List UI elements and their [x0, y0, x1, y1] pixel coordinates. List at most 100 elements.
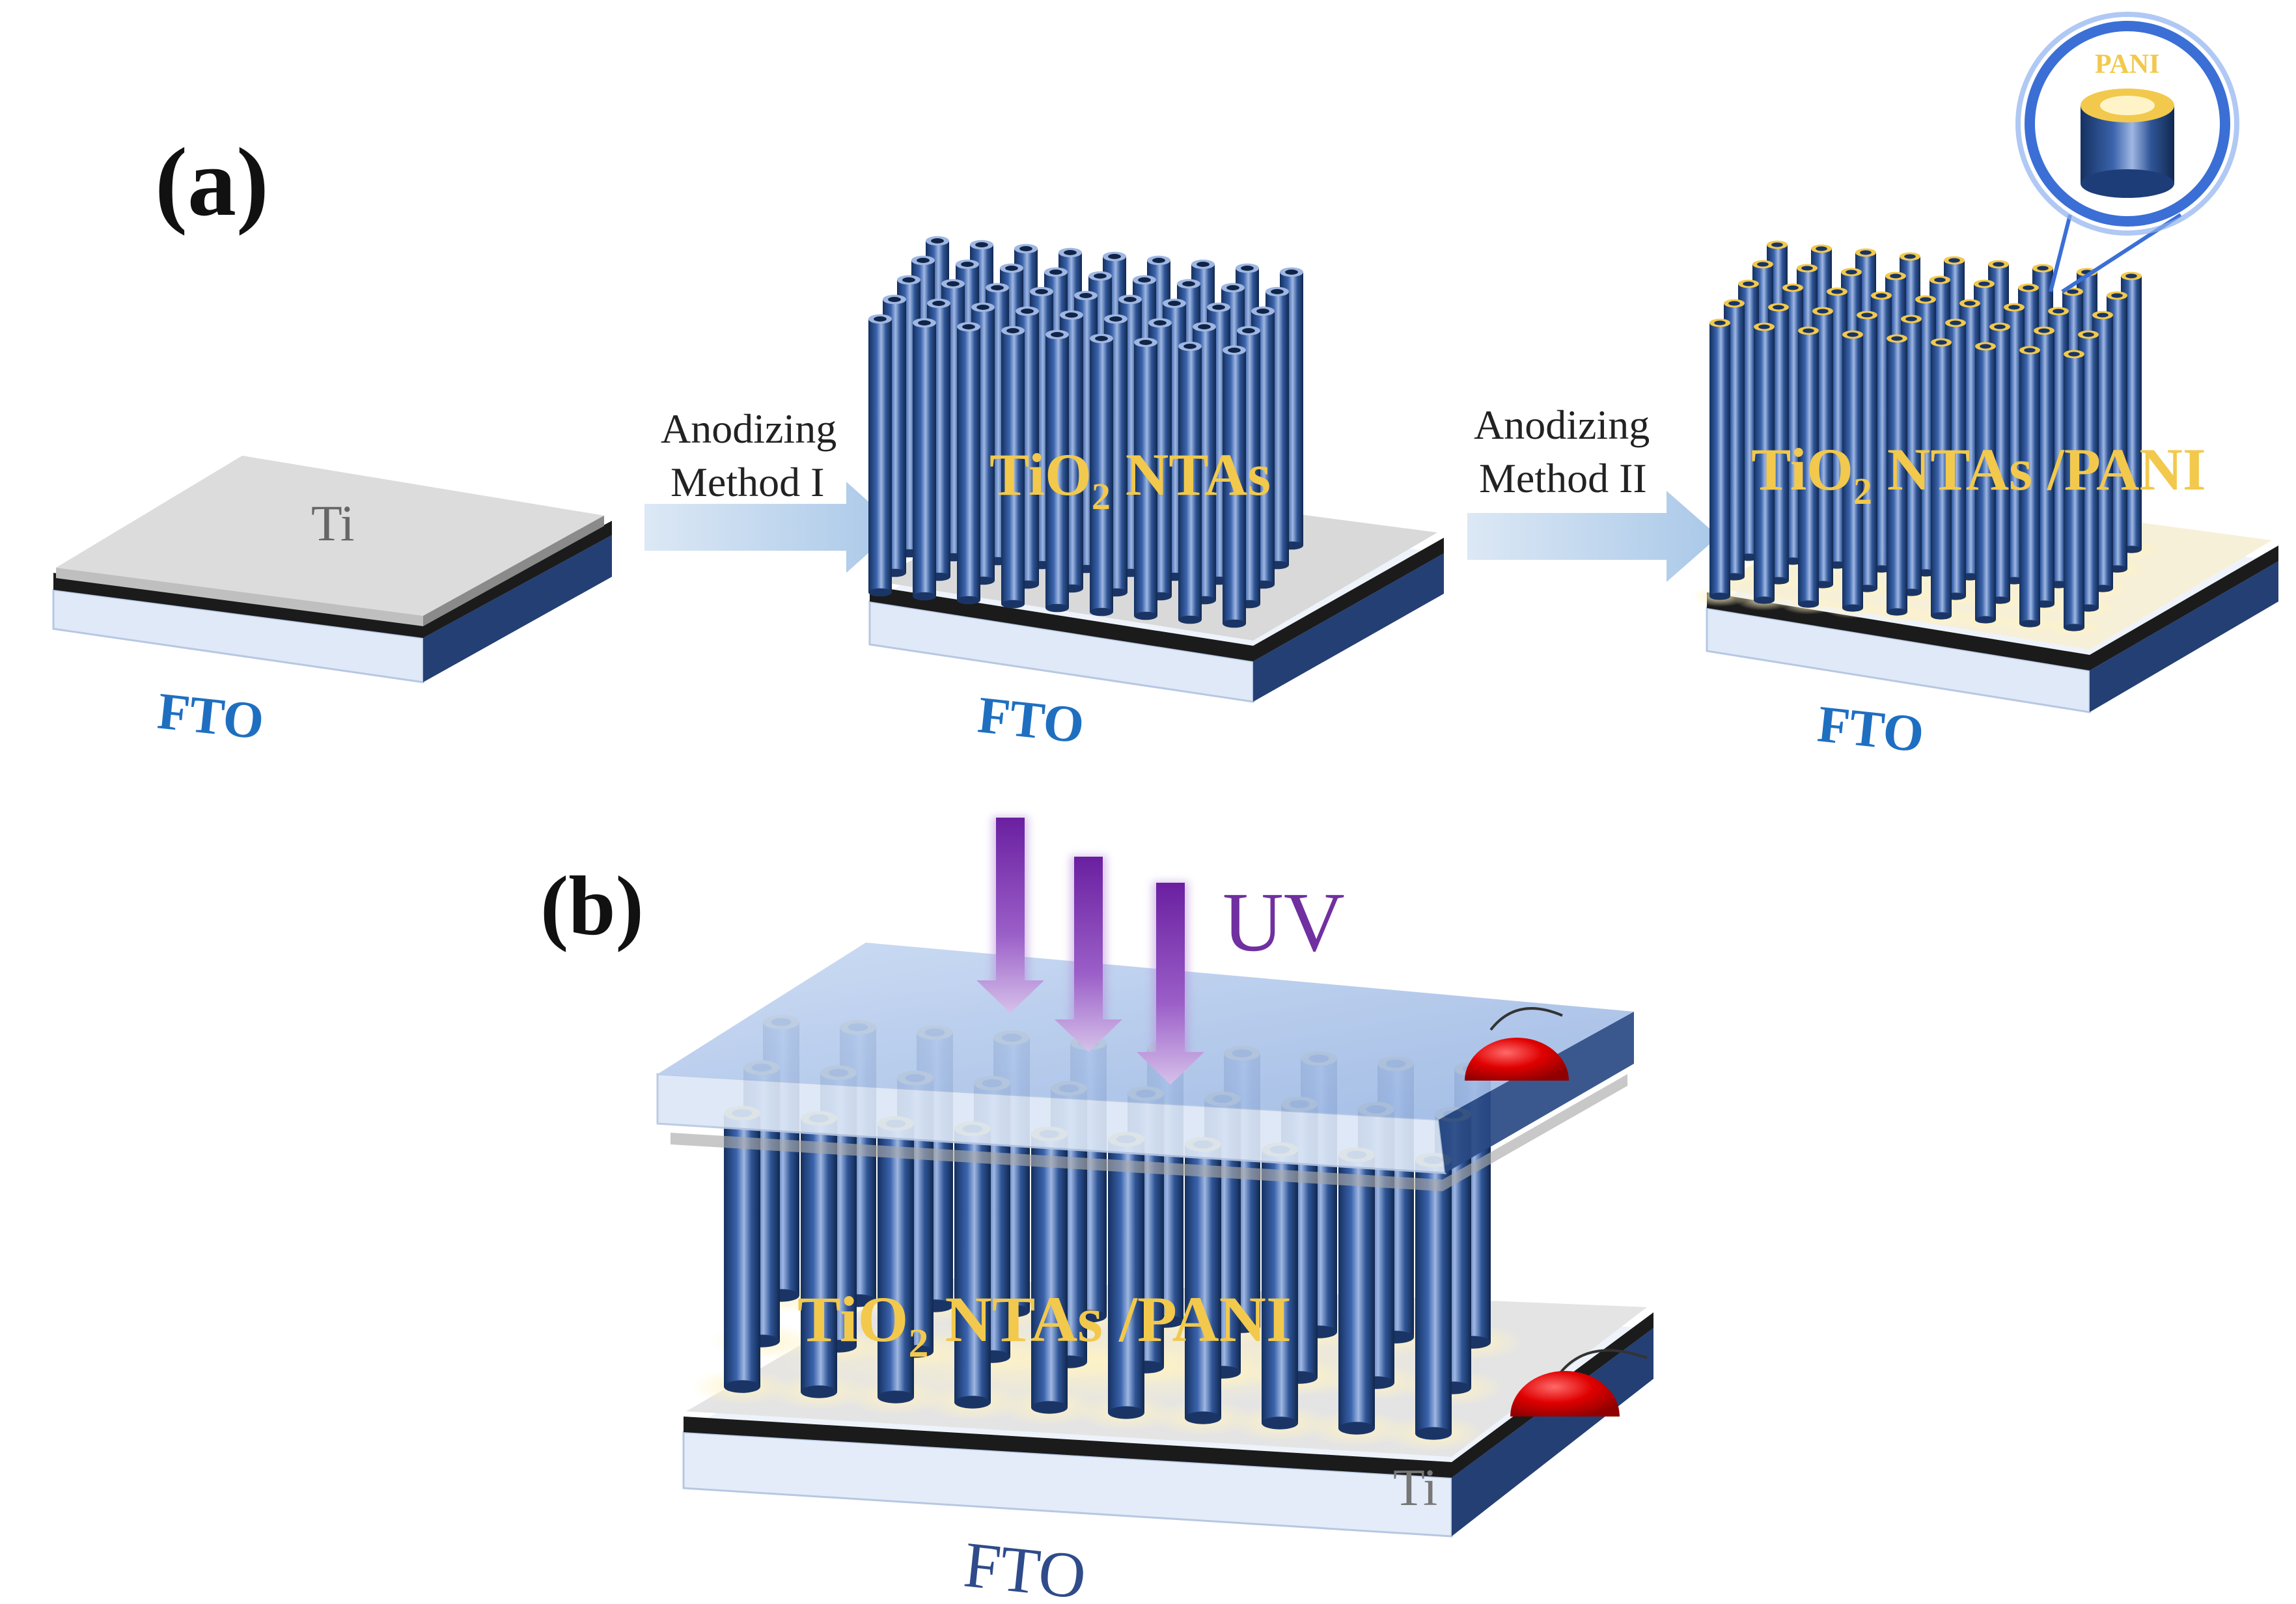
nanotube-opening — [1978, 281, 1990, 286]
nanotube — [1887, 339, 1907, 612]
device-ti-label: Ti — [1393, 1459, 1437, 1517]
nanotube-opening — [1019, 246, 1032, 251]
nanotube-base — [1178, 615, 1202, 624]
nanotube-opening — [2082, 332, 2094, 337]
nanotube-base — [1798, 600, 1819, 608]
nanotube-base — [868, 588, 892, 597]
nanotube-opening — [1803, 328, 1814, 333]
nanotube-opening — [1904, 254, 1916, 259]
nanotube-opening — [1964, 301, 1976, 306]
nanotube-opening — [1905, 316, 1917, 322]
nanotube — [1415, 1160, 1452, 1433]
nanotube-opening — [1241, 266, 1254, 271]
nanotube — [1975, 346, 1996, 620]
nanotube — [878, 1124, 914, 1397]
nanotube-opening — [1109, 316, 1122, 322]
nanotube — [1223, 350, 1246, 624]
nanotube-opening — [975, 242, 988, 247]
nanotube-opening — [1920, 297, 1931, 302]
nanotube-array-step3 — [1691, 240, 2161, 638]
nanotube-opening — [1771, 242, 1783, 247]
nanotube-opening — [1860, 250, 1872, 255]
nanotube-opening — [1831, 289, 1843, 294]
pani-inset-label: PANI — [2095, 49, 2160, 79]
device-fto-label: FTO — [961, 1528, 1090, 1604]
nanotube-opening — [1108, 254, 1121, 259]
bottom-electrode-contact — [1510, 1349, 1648, 1417]
nanotube-opening — [1198, 324, 1211, 329]
anodizing-arrow-2 — [1467, 491, 1719, 582]
nanotube-opening — [976, 305, 989, 310]
nanotube-base — [1887, 608, 1907, 616]
nanotube-opening — [1183, 344, 1196, 349]
nanotube-opening — [1817, 309, 1829, 314]
nanotube-base — [1415, 1427, 1452, 1440]
fto-label-step2: FTO — [975, 686, 1086, 754]
nanotube-opening — [1773, 305, 1784, 310]
uv-label: UV — [1223, 876, 1345, 969]
nanotube-base — [1045, 603, 1069, 613]
nanotube-base — [1185, 1411, 1221, 1424]
nanotube-opening — [1256, 309, 1269, 314]
nanotube-opening — [1154, 320, 1167, 325]
nanotube-base — [954, 1396, 991, 1409]
panel-a-label: (a) — [155, 128, 269, 236]
nanotube-opening — [962, 324, 975, 329]
nanotube — [1262, 1150, 1298, 1423]
nanotube — [1842, 335, 1863, 608]
nanotube-opening — [888, 297, 901, 302]
nanotube-base — [724, 1380, 760, 1393]
device-material-label: TiO2 NTAs /PANI — [797, 1283, 1292, 1366]
nanotube-opening — [2111, 293, 2123, 298]
nanotube-opening — [1035, 289, 1048, 294]
uv-light-arrows — [976, 816, 1204, 1085]
nanotube-base — [1262, 1417, 1298, 1430]
nanotube-opening — [947, 281, 960, 286]
nanotube-base — [1223, 619, 1246, 628]
nanotube-opening — [1021, 309, 1034, 314]
nanotube — [1108, 1139, 1144, 1413]
nanotube — [913, 323, 936, 596]
arrow2-text-line1: Anodizing — [1474, 402, 1650, 448]
arrow1-text-line2: Method I — [671, 459, 824, 505]
nanotube-opening — [1816, 246, 1827, 251]
arrow1-text-line1: Anodizing — [661, 406, 837, 452]
nanotube-opening — [1065, 312, 1078, 318]
nanotube-opening — [1787, 285, 1799, 290]
nanotube-base — [801, 1385, 837, 1398]
nanotube — [724, 1113, 760, 1387]
nanotube-opening — [1757, 262, 1769, 267]
nanotube-opening — [2068, 352, 2080, 357]
nanotube-opening — [1935, 340, 1947, 345]
nanotube — [2019, 350, 2040, 624]
fto-label-step1: FTO — [155, 682, 266, 751]
nanotube-opening — [1801, 266, 1813, 271]
nanotube-opening — [931, 238, 944, 243]
nanotube — [954, 1129, 991, 1402]
nanotube-opening — [2038, 328, 2050, 333]
nanotube-base — [1338, 1422, 1375, 1435]
nanotube — [1185, 1144, 1221, 1418]
nanotube — [801, 1118, 837, 1392]
nanotube-opening — [1861, 312, 1873, 318]
nanotube-base — [1001, 600, 1025, 609]
nanotube-opening — [1182, 281, 1195, 286]
nanotube — [1134, 342, 1157, 616]
nanotube — [1090, 339, 1113, 612]
nanotube-opening — [902, 277, 915, 283]
nanotube-opening — [2023, 285, 2034, 290]
nanotube-base — [1931, 612, 1952, 620]
nanotube-opening — [918, 320, 931, 325]
nanotube-opening — [1728, 301, 1740, 306]
nanotube-opening — [2037, 266, 2049, 271]
nanotube-opening — [1993, 262, 2004, 267]
nanotube-opening — [1891, 336, 1903, 341]
nanotube-opening — [1743, 281, 1754, 286]
nanotube-base — [913, 592, 936, 601]
nanotube-base — [878, 1390, 914, 1404]
nanotube-opening — [2067, 289, 2079, 294]
nanotube-opening — [874, 316, 887, 322]
nanotube-opening — [1124, 297, 1137, 302]
nanotube-opening — [932, 301, 945, 306]
